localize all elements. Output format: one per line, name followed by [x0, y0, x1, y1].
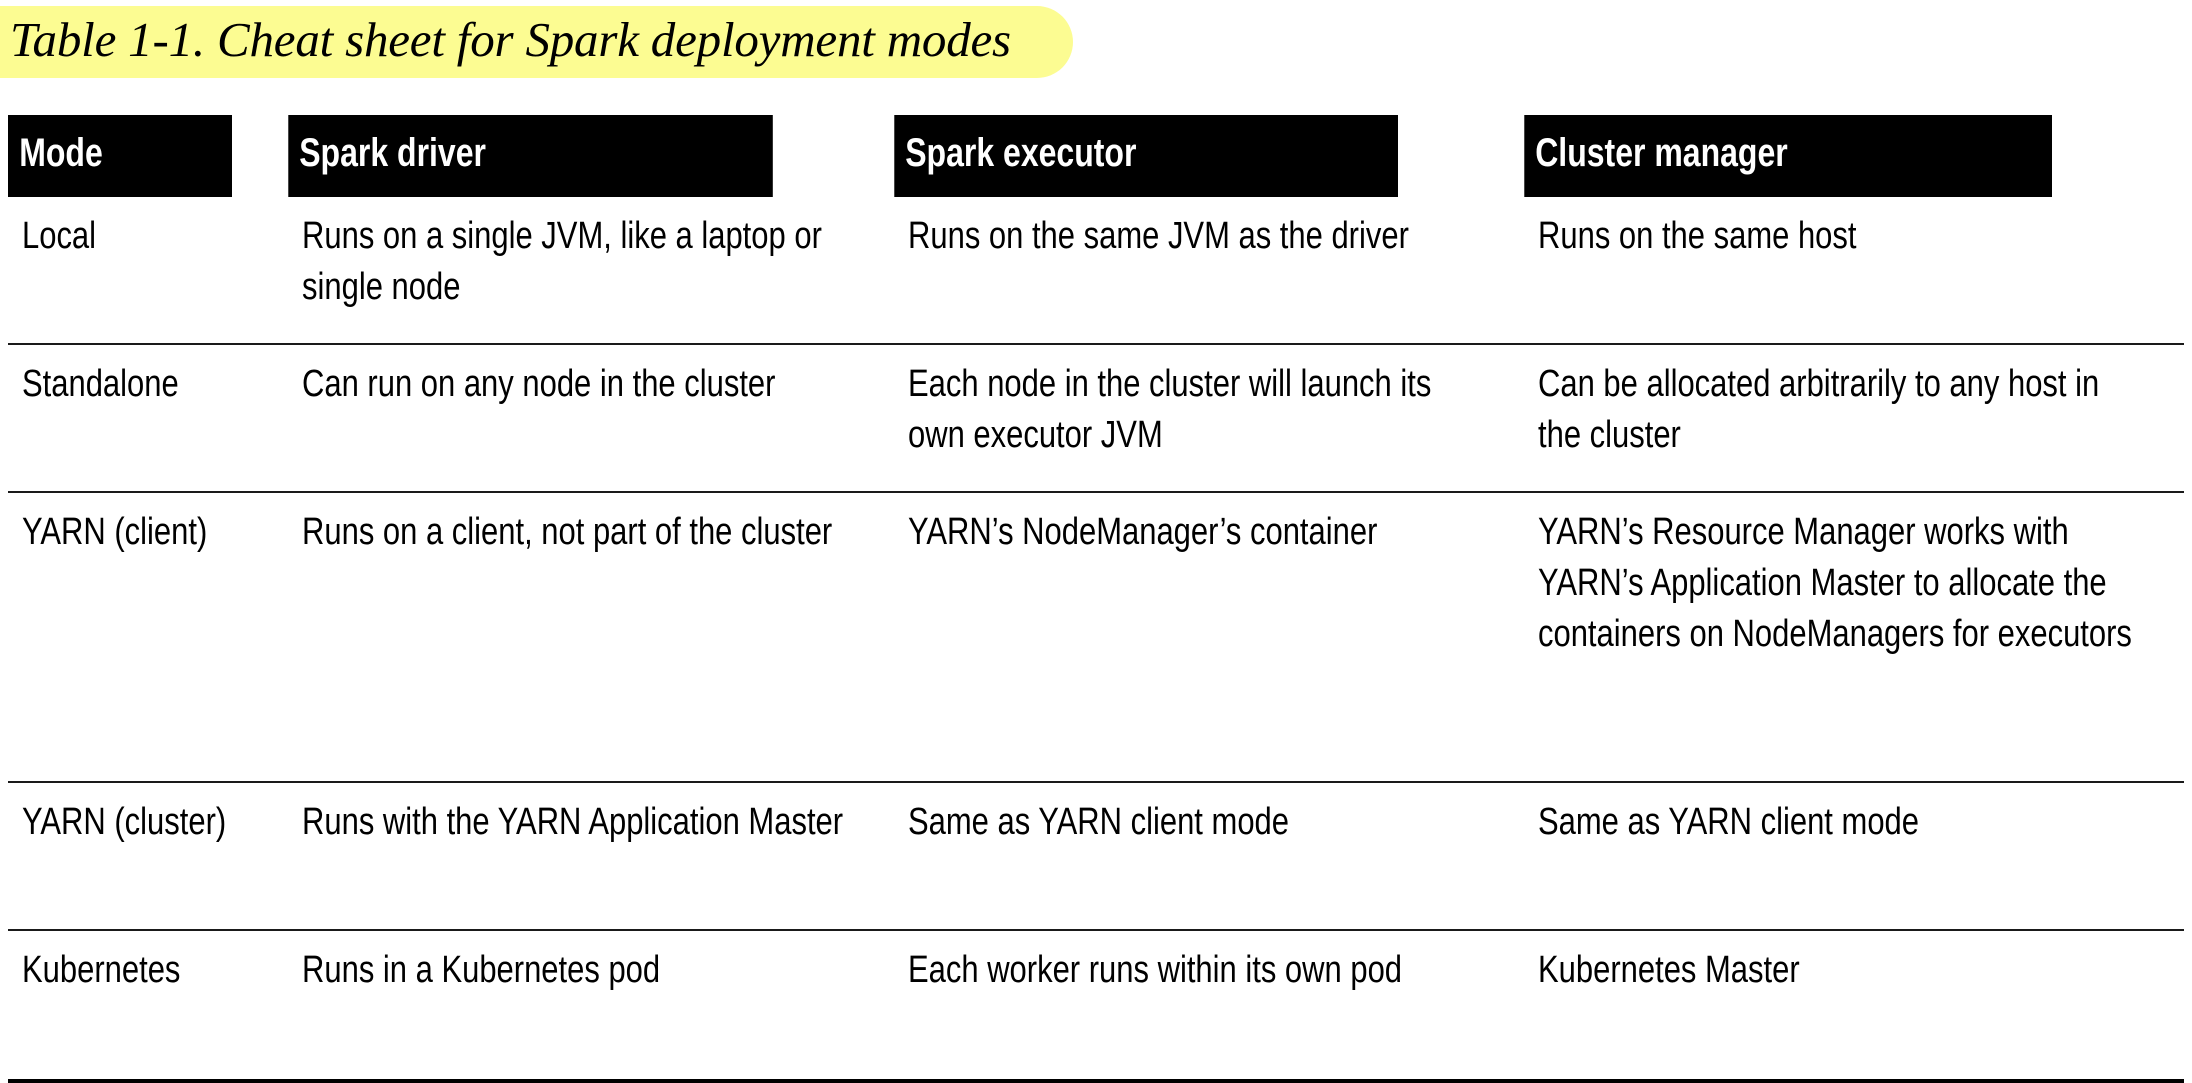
table-caption: Table 1-1. Cheat sheet for Spark deploym…: [0, 0, 1073, 84]
cell-driver-text: Can run on any node in the cluster: [302, 363, 776, 405]
spark-deployment-modes-table: Mode Spark driver Spark executor Cluster…: [8, 115, 2184, 1083]
cell-mode: YARN (client): [8, 491, 288, 782]
cell-mode: Kubernetes: [8, 929, 288, 1083]
cell-cluster-manager: Same as YARN client mode: [1524, 781, 2184, 930]
cell-cluster-manager-text: Runs on the same host: [1538, 215, 1857, 257]
column-header-spark-driver: Spark driver: [288, 115, 773, 197]
cell-driver-text: Runs on a client, not part of the cluste…: [302, 511, 833, 553]
table-row: YARN (client) Runs on a client, not part…: [8, 491, 2184, 782]
column-header-mode-label: Mode: [19, 131, 103, 175]
cell-mode-text: YARN (cluster): [22, 801, 227, 843]
cell-executor: Each node in the cluster will launch its…: [894, 343, 1524, 492]
cell-executor-text: YARN’s NodeManager’s container: [908, 511, 1378, 553]
cell-driver-text: Runs with the YARN Application Master: [302, 801, 844, 843]
cell-mode-text: Kubernetes: [22, 949, 181, 991]
cell-mode: Local: [8, 197, 288, 344]
cell-executor-text: Runs on the same JVM as the driver: [908, 215, 1409, 257]
header-row: Mode Spark driver Spark executor Cluster…: [8, 115, 2184, 197]
cell-cluster-manager: Can be allocated arbitrarily to any host…: [1524, 343, 2184, 492]
table-row: Standalone Can run on any node in the cl…: [8, 343, 2184, 492]
cell-executor: Each worker runs within its own pod: [894, 929, 1524, 1083]
cell-driver: Runs in a Kubernetes pod: [288, 929, 894, 1083]
cell-mode-text: Local: [22, 215, 97, 257]
cell-cluster-manager-text: Same as YARN client mode: [1538, 801, 1919, 843]
cell-cluster-manager-text: YARN’s Resource Manager works with YARN’…: [1538, 511, 2132, 655]
cell-executor: YARN’s NodeManager’s container: [894, 491, 1524, 782]
cell-mode-text: YARN (client): [22, 511, 208, 553]
cell-mode-text: Standalone: [22, 363, 179, 405]
cell-driver-text: Runs on a single JVM, like a laptop or s…: [302, 215, 822, 308]
column-header-cluster-manager: Cluster manager: [1524, 115, 2052, 197]
cell-cluster-manager: Kubernetes Master: [1524, 929, 2184, 1083]
cell-executor-text: Same as YARN client mode: [908, 801, 1289, 843]
cell-cluster-manager: YARN’s Resource Manager works with YARN’…: [1524, 491, 2184, 782]
cell-cluster-manager-text: Can be allocated arbitrarily to any host…: [1538, 363, 2100, 456]
cell-mode: Standalone: [8, 343, 288, 492]
table-body: Local Runs on a single JVM, like a lapto…: [8, 197, 2184, 1083]
cell-mode: YARN (cluster): [8, 781, 288, 930]
cell-driver: Runs with the YARN Application Master: [288, 781, 894, 930]
caption-text: Table 1-1. Cheat sheet for Spark deploym…: [10, 12, 1011, 67]
cell-executor-text: Each worker runs within its own pod: [908, 949, 1403, 991]
cell-executor: Runs on the same JVM as the driver: [894, 197, 1524, 344]
table-header: Mode Spark driver Spark executor Cluster…: [8, 115, 2184, 197]
table-row: YARN (cluster) Runs with the YARN Applic…: [8, 781, 2184, 930]
cell-executor-text: Each node in the cluster will launch its…: [908, 363, 1432, 456]
caption-highlight: Table 1-1. Cheat sheet for Spark deploym…: [0, 6, 1073, 78]
cell-driver: Can run on any node in the cluster: [288, 343, 894, 492]
cell-driver: Runs on a client, not part of the cluste…: [288, 491, 894, 782]
cell-executor: Same as YARN client mode: [894, 781, 1524, 930]
cell-cluster-manager: Runs on the same host: [1524, 197, 2184, 344]
cell-driver-text: Runs in a Kubernetes pod: [302, 949, 661, 991]
column-header-mode: Mode: [8, 115, 232, 197]
cell-driver: Runs on a single JVM, like a laptop or s…: [288, 197, 894, 344]
column-header-spark-executor-label: Spark executor: [905, 131, 1137, 175]
cell-cluster-manager-text: Kubernetes Master: [1538, 949, 1800, 991]
table-row: Local Runs on a single JVM, like a lapto…: [8, 197, 2184, 344]
column-header-spark-driver-label: Spark driver: [299, 131, 486, 175]
column-header-spark-executor: Spark executor: [894, 115, 1398, 197]
column-header-cluster-manager-label: Cluster manager: [1535, 131, 1788, 175]
table-row: Kubernetes Runs in a Kubernetes pod Each…: [8, 929, 2184, 1083]
